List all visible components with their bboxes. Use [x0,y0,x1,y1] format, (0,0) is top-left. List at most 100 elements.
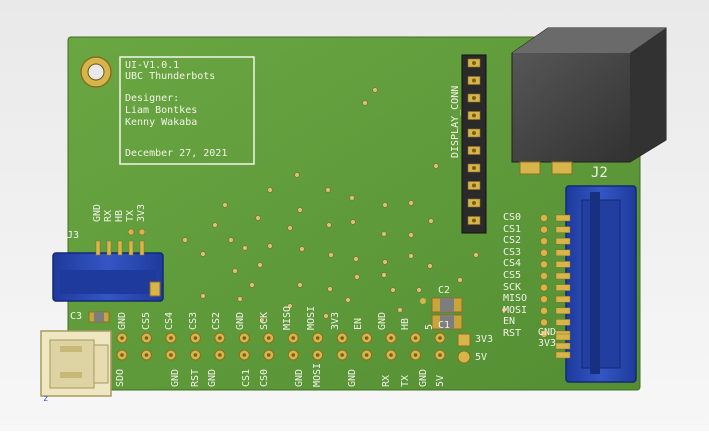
j2-pins-group [540,214,571,359]
header-bottom-label: RX [381,374,392,387]
via [222,202,228,208]
header-top-label: GND [376,311,388,330]
via [267,243,273,249]
pcb-substrate [67,36,641,391]
header-top-label: EN [353,317,365,330]
j2-pad [540,318,548,327]
via [200,293,206,299]
j3-pin-label: RX [103,209,114,222]
title-team: UBC Thunderbots [125,71,216,82]
via [390,287,396,293]
j2-pin-label: CS2 [503,235,522,247]
via [328,252,334,258]
via [408,200,414,206]
via [182,237,188,243]
via [428,218,434,224]
via [237,296,243,302]
j2-pin [555,237,571,245]
title-date: December 27, 2021 [125,148,228,159]
header-top-label: MOSI [305,305,317,330]
via [323,313,329,319]
title-version: UI-V1.0.1 [125,60,180,71]
j2-pin-label: CS0 [503,212,522,223]
j2-pin-label: CS1 [503,223,522,235]
via [362,100,368,106]
axis-z-label: z [43,394,49,404]
j2-connector [565,185,637,383]
header-top-label: SCK [258,311,270,330]
via [382,259,388,265]
j2-pin-label: MISO [503,293,528,305]
j3-ref-label: J3 [67,230,80,241]
via [408,232,414,238]
via [397,307,403,313]
header-top-label: CS5 [140,311,152,330]
via [372,87,378,93]
via [242,245,248,251]
rail-3v3-label: 3V3 [475,334,494,345]
via [228,237,234,243]
via [212,222,218,228]
via [326,222,332,228]
title-block-frame [119,56,255,165]
j2-pin [555,295,571,303]
header-top-label: GND [117,311,128,330]
header-bottom-label: GND [294,368,305,387]
j2-pad [540,225,548,234]
j2-pad [540,306,548,315]
via [416,287,422,293]
header-top-label: 5 [424,323,435,330]
title-designer-label: Designer: [125,93,180,104]
j3-pin-label: GND [92,203,103,222]
header-bottom-label: CS1 [241,368,252,387]
header-top-label: CS3 [187,311,199,330]
via [287,225,293,231]
j2-ref-label: J2 [591,165,608,181]
j3-connector [52,252,164,302]
header-bottom-label: RST [190,368,201,387]
j2-pin-label: MOSI [503,304,528,316]
c2-capacitor [420,297,463,313]
j2-3v3-label: 3V3 [538,338,557,349]
j2-pad [540,330,548,338]
j2-pad [540,249,548,257]
via [249,282,255,288]
header-bottom-label: TX [400,374,411,387]
header-top-label: GND [235,311,247,330]
header-bottom-label: MOSI [312,362,323,387]
via [345,297,351,303]
header-bottom-label: CS0 [259,368,270,387]
j2-pad [540,237,548,245]
j2-pin [555,272,571,280]
via [381,272,387,278]
display-connector-header [461,54,487,234]
j2-pin [555,214,571,222]
header-top-label: CS4 [164,311,176,330]
via [501,307,507,313]
j2-pad [540,295,548,304]
j2-pin [555,284,571,291]
j3-pin-label: HB [114,209,125,222]
rail-5v-label: 5V [475,352,488,363]
via [433,163,439,169]
via [349,195,355,201]
c3-capacitor [88,311,110,323]
via [473,252,479,258]
display-conn-label: DISPLAY_CONN [450,85,461,158]
j2-pin [555,249,571,257]
j2-pad [540,214,548,222]
j3-pin-label: 3V3 [136,203,147,222]
j3-pin-label: TX [125,209,136,222]
j2-pad [540,272,548,280]
via [297,207,303,213]
j2-pin-label: RST [503,328,522,339]
via [382,202,388,208]
via [408,253,414,259]
header-bottom-label: 5V [435,374,446,387]
via [457,277,463,283]
power-connector [40,330,112,397]
header-bottom-label: GND [347,368,358,387]
c3-label: C3 [70,311,83,322]
